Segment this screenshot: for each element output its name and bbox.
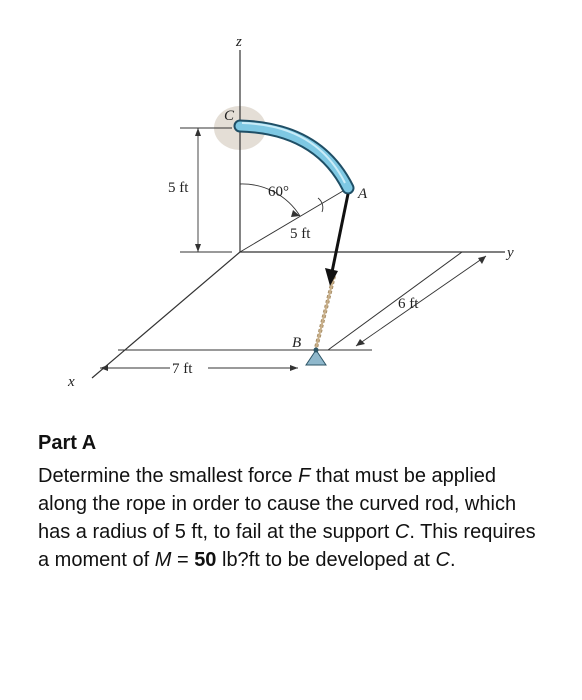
moment-value: 50 (194, 549, 217, 571)
dim-arrow-6ft-b (356, 339, 365, 346)
y-axis-label: y (505, 245, 514, 261)
text-1: Determine the smallest force (38, 465, 299, 487)
problem-section: Part A Determine the smallest force F th… (38, 428, 548, 574)
moment-symbol: M (154, 549, 172, 571)
dim-6ft-label: 6 ft (398, 296, 419, 312)
radius-line (239, 187, 349, 253)
support-b (305, 349, 327, 366)
dim-height-label: 5 ft (168, 180, 189, 196)
dim-arrow-7ft-a (100, 365, 108, 371)
text-5: . (449, 549, 456, 571)
support-b-pin (313, 347, 319, 353)
dim-angle-label: 60° (268, 184, 289, 200)
dim-arrow-6ft-a (478, 256, 486, 264)
point-c-label: C (224, 108, 235, 124)
radius-arc-tick (317, 197, 324, 213)
dim-arrow-7ft-b (290, 365, 298, 371)
text-3: . This requires a moment of (38, 521, 536, 571)
floor-edge-back (327, 251, 463, 351)
part-title: Part A (38, 432, 97, 454)
rope-core (315, 275, 335, 349)
dim-arrow-h-top (195, 128, 201, 136)
text-4: lb?ft to be developed at (216, 549, 436, 571)
problem-statement: Determine the smallest force F that must… (38, 462, 548, 574)
force-arrow-shaft (330, 193, 350, 273)
angle-arrow (291, 210, 300, 217)
point-symbol: C (435, 549, 450, 571)
x-axis-label: x (67, 374, 75, 390)
point-a-label: A (357, 186, 368, 202)
support-symbol: C (394, 521, 410, 543)
dim-line-6ft (355, 255, 487, 347)
angle-arc (239, 183, 301, 217)
statics-diagram: z x y C A B 5 ft 60° 5 ft 6 ft 7 ft (67, 34, 514, 390)
point-b-label: B (292, 335, 301, 351)
dim-arrow-h-bottom (195, 244, 201, 252)
x-axis (91, 251, 241, 379)
text-2: that must be applied along the rope in o… (38, 465, 517, 543)
z-axis-label: z (235, 34, 242, 50)
force-symbol: F (298, 465, 311, 487)
dim-7ft-label: 7 ft (172, 361, 193, 377)
dim-radius-label: 5 ft (290, 226, 311, 242)
curved-rod-highlight (241, 122, 346, 184)
force-arrow-head (325, 268, 338, 286)
equals-sign: = (171, 549, 195, 571)
